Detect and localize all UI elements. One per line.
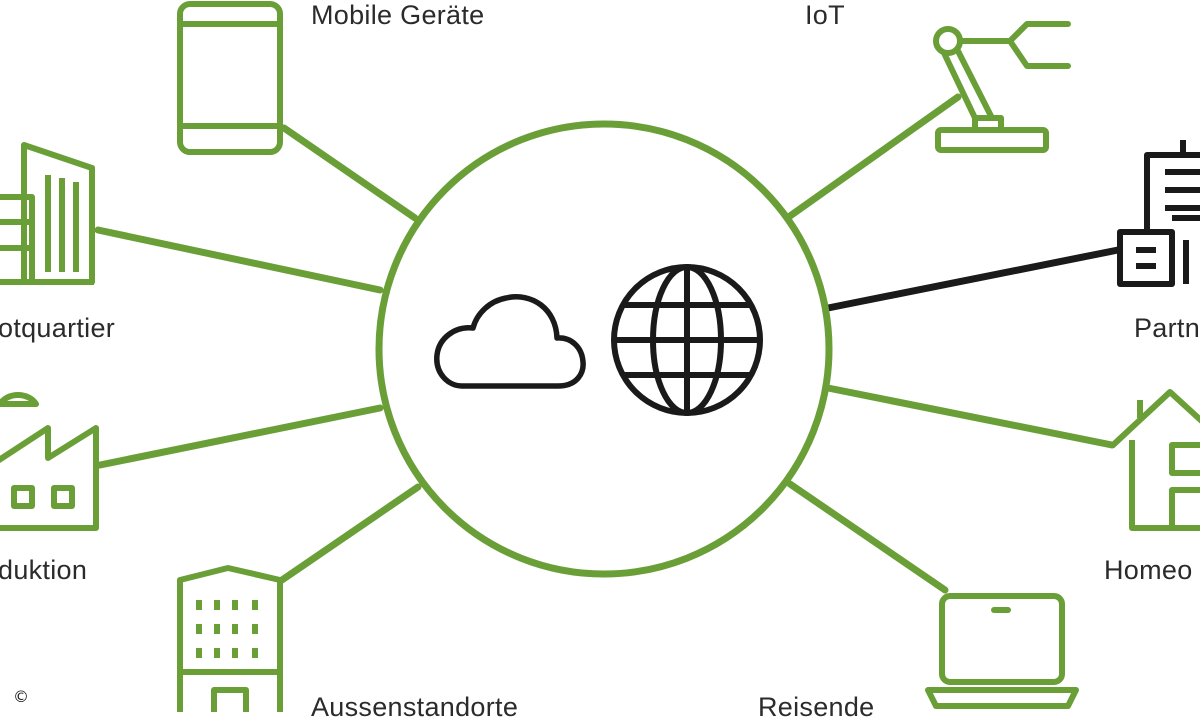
connector-reisende (786, 480, 949, 594)
label-hauptquartier: otquartier (0, 313, 116, 343)
label-reisende: Reisende (758, 692, 875, 722)
label-aussenstandorte: Aussenstandorte (311, 692, 519, 722)
connector-produktion (96, 404, 384, 469)
connector-hauptquartier (94, 226, 384, 294)
factory-icon (0, 392, 99, 531)
robot-arm-icon (933, 21, 1071, 153)
partner-buildings-icon (1117, 140, 1200, 287)
connector-iot (786, 93, 962, 220)
house-icon (1109, 389, 1200, 531)
copyright-mark: © (10, 686, 32, 708)
connector-lines (94, 93, 1122, 594)
label-mobile-geraete: Mobile Geräte (311, 0, 485, 30)
connector-mobile (280, 124, 419, 222)
branch-office-icon (177, 565, 283, 712)
globe-icon (611, 264, 763, 416)
laptop-icon (925, 593, 1079, 709)
cloud-icon (434, 294, 586, 389)
central-hub-circle (375, 120, 833, 578)
label-partner: Partn (1134, 313, 1200, 343)
label-iot: IoT (805, 0, 845, 30)
office-buildings-icon (0, 142, 95, 285)
label-produktion: duktion (0, 555, 88, 585)
connector-homeoffice (824, 384, 1116, 449)
smartphone-icon (177, 1, 283, 155)
building-windows (196, 600, 258, 658)
connector-aussenstandorte (278, 483, 422, 584)
label-homeoffice: Homeo (1104, 555, 1193, 585)
connector-partner (824, 246, 1122, 312)
